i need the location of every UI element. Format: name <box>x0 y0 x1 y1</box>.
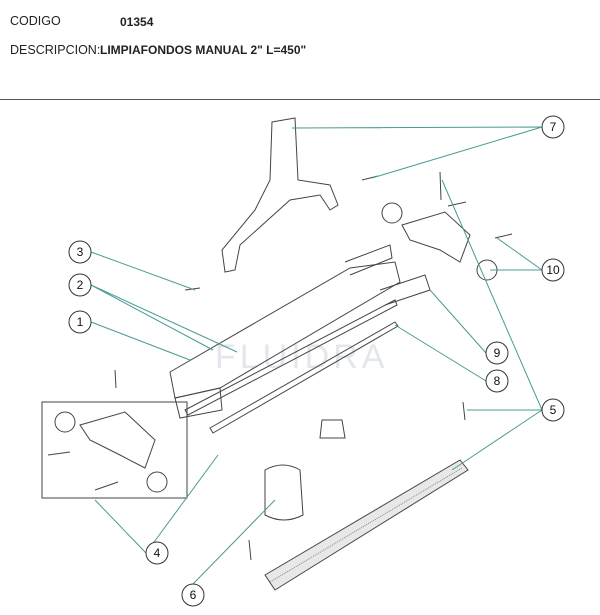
screw-top <box>439 171 442 201</box>
assembly-box-left <box>41 401 188 499</box>
svg-text:6: 6 <box>190 588 197 602</box>
watermark: FLUIDRA <box>215 338 388 376</box>
svg-text:1: 1 <box>77 315 84 329</box>
tube-lower <box>379 274 431 306</box>
svg-text:4: 4 <box>154 546 161 560</box>
callout-4: 4 <box>145 541 169 565</box>
svg-text:5: 5 <box>550 403 557 417</box>
callout-9: 9 <box>485 341 509 365</box>
codigo-value: 01354 <box>120 15 154 29</box>
header-divider <box>0 99 600 100</box>
handle-bracket <box>221 117 339 273</box>
callout-10: 10 <box>541 258 565 282</box>
tube-upper <box>344 244 393 276</box>
svg-text:8: 8 <box>494 374 501 388</box>
main-body <box>169 261 401 399</box>
descripcion-value: LIMPIAFONDOS MANUAL 2" L=450" <box>100 43 307 57</box>
callouts: 7 10 3 2 1 9 8 5 4 6 <box>68 115 565 607</box>
wheel-left-b <box>146 471 168 493</box>
callout-7: 7 <box>541 115 565 139</box>
callout-6: 6 <box>181 583 205 607</box>
wheel-carriage-right <box>401 211 471 263</box>
codigo-label: CODIGO <box>10 14 61 28</box>
wheel-carriage-left <box>79 411 156 469</box>
screw-left <box>114 369 117 389</box>
callout-2: 2 <box>68 273 92 297</box>
callout-8: 8 <box>485 369 509 393</box>
callout-1: 1 <box>68 310 92 334</box>
spring-5b <box>248 539 252 561</box>
cap-6 <box>264 464 304 521</box>
wheel-right-a <box>381 202 403 224</box>
svg-text:10: 10 <box>546 263 560 277</box>
leader-lines <box>90 126 543 585</box>
strip-8 <box>209 321 399 434</box>
center-clip <box>319 419 346 439</box>
spring-5a <box>462 401 466 421</box>
svg-text:2: 2 <box>77 278 84 292</box>
pin-10b <box>494 233 513 239</box>
svg-text:7: 7 <box>550 120 557 134</box>
callout-5: 5 <box>541 398 565 422</box>
callout-3: 3 <box>68 240 92 264</box>
svg-text:9: 9 <box>494 346 501 360</box>
wheel-left-a <box>54 411 76 433</box>
svg-text:3: 3 <box>77 245 84 259</box>
pin-10a <box>447 201 467 207</box>
descripcion-label: DESCRIPCION: <box>10 43 101 57</box>
